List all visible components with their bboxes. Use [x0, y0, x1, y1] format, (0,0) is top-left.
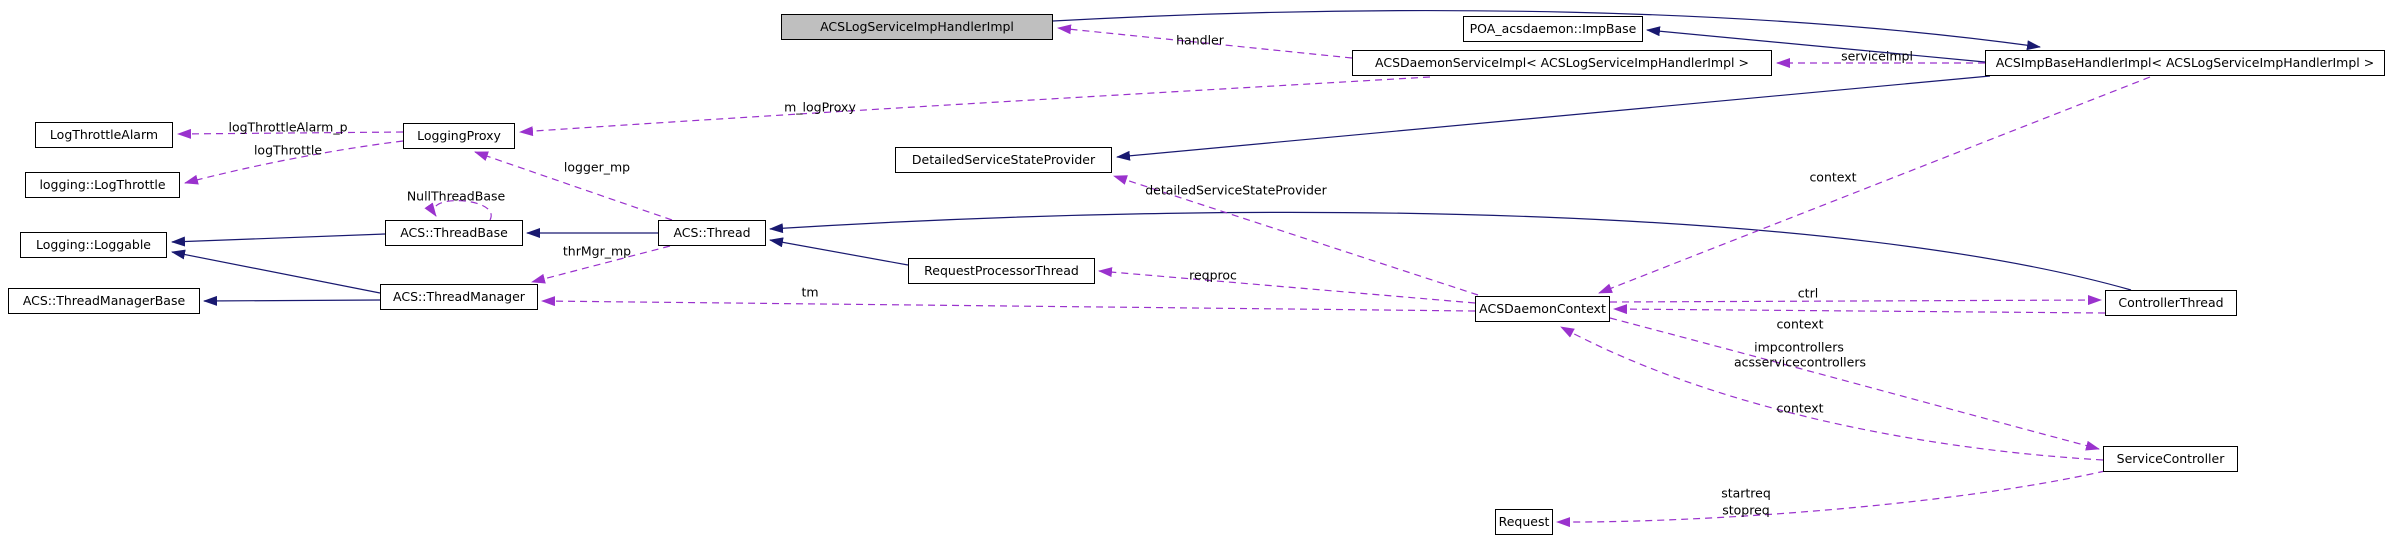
- edge-label-context-servicecontroller: context: [1776, 400, 1824, 416]
- node-loggingproxy[interactable]: LoggingProxy: [403, 123, 515, 149]
- node-controllerthread[interactable]: ControllerThread: [2105, 290, 2237, 316]
- node-acsdaemonserviceimpl[interactable]: ACSDaemonServiceImpl< ACSLogServiceImpHa…: [1352, 50, 1772, 76]
- edge-label-context-controllerthread: context: [1776, 316, 1824, 332]
- node-acs-threadmanager[interactable]: ACS::ThreadManager: [380, 284, 538, 310]
- edge-label-logthrottlealarm-p: logThrottleAlarm_p: [228, 119, 348, 135]
- edge-label-acsservicecontrollers: acsservicecontrollers: [1734, 354, 1866, 370]
- edge-label-m-logproxy: m_logProxy: [784, 99, 856, 115]
- node-detailedservicestateprovider[interactable]: DetailedServiceStateProvider: [895, 147, 1112, 173]
- node-acsdaemoncontext[interactable]: ACSDaemonContext: [1475, 296, 1610, 322]
- edge-label-context-impbasehandler: context: [1809, 169, 1857, 185]
- node-acslogserviceimphandlerimpl: ACSLogServiceImpHandlerImpl: [781, 14, 1053, 40]
- node-acs-thread[interactable]: ACS::Thread: [658, 220, 766, 246]
- node-requestprocessorthread[interactable]: RequestProcessorThread: [908, 258, 1095, 284]
- edge-label-serviceimpl: serviceimpl: [1841, 48, 1913, 64]
- edge-label-detailedservicestateprovider: detailedServiceStateProvider: [1145, 182, 1327, 198]
- edge-label-impcontrollers: impcontrollers: [1754, 339, 1844, 355]
- node-request[interactable]: Request: [1495, 509, 1553, 535]
- node-logging-logthrottle[interactable]: logging::LogThrottle: [25, 172, 180, 198]
- edge-label-logger-mp: logger_mp: [563, 159, 631, 175]
- edge-label-reqproc: reqproc: [1189, 267, 1237, 283]
- node-acsimpbasehandlerimpl[interactable]: ACSImpBaseHandlerImpl< ACSLogServiceImpH…: [1985, 50, 2385, 76]
- node-logging-loggable[interactable]: Logging::Loggable: [20, 232, 167, 258]
- edge-label-thrmgr-mp: thrMgr_mp: [562, 243, 632, 259]
- edge-label-tm: tm: [801, 284, 819, 300]
- edge-label-handler: handler: [1176, 32, 1224, 48]
- node-acs-threadbase[interactable]: ACS::ThreadBase: [385, 220, 523, 246]
- edge-label-stopreq: stopreq: [1722, 502, 1770, 518]
- node-servicecontroller[interactable]: ServiceController: [2103, 446, 2238, 472]
- node-poa-acsdaemon-impbase[interactable]: POA_acsdaemon::ImpBase: [1463, 16, 1643, 42]
- node-acs-threadmanagerbase[interactable]: ACS::ThreadManagerBase: [8, 288, 200, 314]
- edge-label-ctrl: ctrl: [1797, 285, 1819, 301]
- edge-label-startreq: startreq: [1721, 485, 1771, 501]
- node-logthrottlealarm[interactable]: LogThrottleAlarm: [35, 122, 173, 148]
- edge-label-nullthreadbase: NullThreadBase: [406, 188, 506, 204]
- edge-label-logthrottle: logThrottle: [253, 142, 323, 158]
